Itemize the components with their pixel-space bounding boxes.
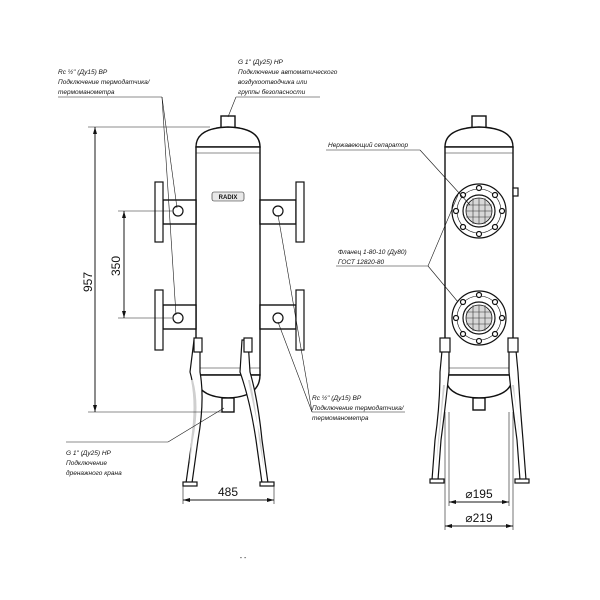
side-upper-flange bbox=[451, 183, 507, 239]
separator-body bbox=[195, 146, 261, 376]
dimension-height-label: 957 bbox=[81, 272, 95, 292]
label-top-left-line3: термоманометра bbox=[58, 89, 115, 96]
left-upper-flange bbox=[154, 181, 164, 243]
right-upper-sensor-port bbox=[272, 205, 284, 217]
right-lower-sensor-port bbox=[272, 312, 284, 324]
label-bottom-left-line2: Подключение bbox=[66, 459, 107, 467]
side-lower-flange bbox=[451, 290, 507, 346]
drain-nozzle bbox=[221, 397, 235, 413]
front-leader-lines bbox=[58, 96, 405, 443]
label-bottom-left-line3: дренажного крана bbox=[66, 469, 122, 477]
top-dome bbox=[195, 126, 261, 148]
label-top-center-line1: G 1" (Ду25) НР bbox=[238, 59, 284, 66]
labels: Rc ½" (Ду15) ВР Подключение термодатчика… bbox=[58, 59, 409, 477]
left-upper-sensor-port bbox=[172, 205, 184, 217]
dimension-diam-inner-label: ⌀195 bbox=[465, 487, 493, 501]
dimension-diam-outer-label: ⌀219 bbox=[465, 511, 493, 525]
label-top-center-line4: группы безопасности bbox=[238, 88, 306, 96]
label-bottom-left-line1: G 1" (Ду25) НР bbox=[66, 450, 112, 457]
right-upper-flange bbox=[295, 181, 305, 243]
label-right-top-line1: Нержавеющий сепаратор bbox=[328, 141, 409, 149]
dimension-diameters: ⌀195 ⌀219 bbox=[444, 412, 514, 530]
side-leader-lines bbox=[326, 149, 471, 303]
label-bottom-left: G 1" (Ду25) НР Подключение дренажного кр… bbox=[66, 450, 122, 477]
left-lower-sensor-port bbox=[172, 312, 184, 324]
label-bottom-right-line1: Rc ½" (Ду15) ВР bbox=[312, 394, 362, 402]
label-top-center-line3: воздухоотводчика или bbox=[238, 78, 308, 86]
label-top-center: G 1" (Ду25) НР Подключение автоматическо… bbox=[238, 59, 339, 96]
label-right-top: Нержавеющий сепаратор bbox=[328, 141, 409, 149]
brand-logo bbox=[211, 191, 245, 202]
dimension-spacing: 350 bbox=[109, 210, 172, 319]
side-legs bbox=[429, 337, 530, 484]
label-bottom-right-line3: термоманометра bbox=[312, 415, 369, 422]
label-bottom-right: Rc ½" (Ду15) ВР Подключение термодатчика… bbox=[312, 394, 405, 422]
front-view: RADIX bbox=[58, 96, 405, 504]
page-marker: - - bbox=[240, 555, 247, 562]
left-lower-flange bbox=[154, 289, 164, 351]
side-view: ⌀195 ⌀219 bbox=[326, 115, 530, 530]
label-bottom-right-line2: Подключение термодатчика/ bbox=[312, 404, 405, 412]
dimension-width-label: 485 bbox=[218, 485, 238, 499]
dimension-spacing-label: 350 bbox=[109, 256, 123, 276]
front-legs bbox=[182, 337, 275, 487]
label-right-mid-line1: Фланец 1-80-10 (Ду80) bbox=[338, 249, 407, 256]
label-right-mid: Фланец 1-80-10 (Ду80) ГОСТ 12820-80 bbox=[338, 249, 409, 266]
label-top-left-line2: Подключение термодатчика/ bbox=[58, 78, 151, 86]
brand-logo-text: RADIX bbox=[219, 195, 238, 201]
label-top-left: Rc ½" (Ду15) ВР Подключение термодатчика… bbox=[58, 68, 151, 96]
dimension-width: 485 bbox=[182, 485, 275, 504]
dimension-height: 957 bbox=[81, 126, 222, 413]
label-right-mid-line2: ГОСТ 12820-80 bbox=[338, 259, 384, 266]
label-top-left-line1: Rc ½" (Ду15) ВР bbox=[58, 68, 108, 76]
label-top-center-line2: Подключение автоматического bbox=[238, 68, 338, 76]
